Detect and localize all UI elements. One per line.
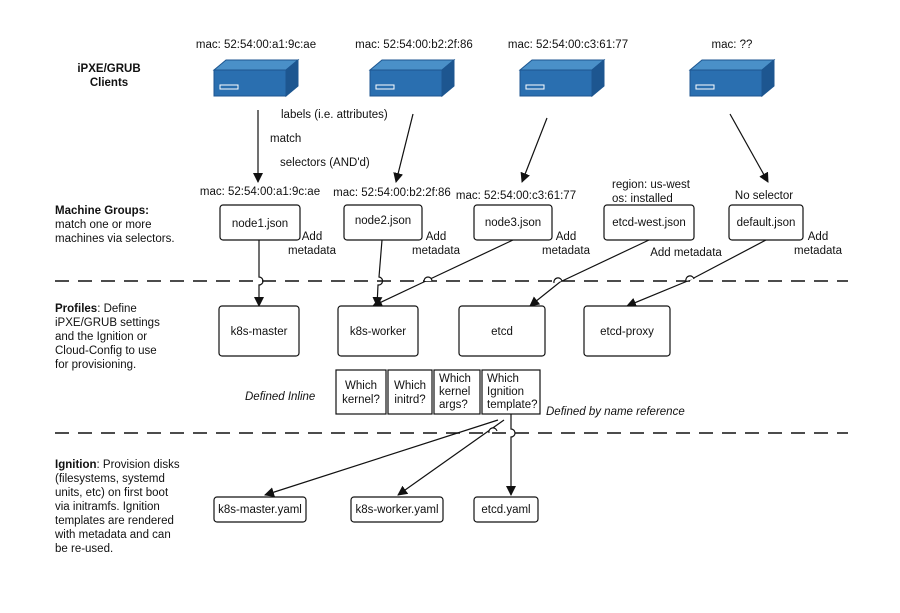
ignition-box-etcd[interactable]: [473, 496, 539, 523]
arrow-group1-k8s-master: [254, 240, 264, 307]
arrow-template-etcd-yaml: [506, 414, 516, 496]
selector-label-5: No selector: [735, 190, 793, 202]
ignition-file-1: k8s-master.yaml: [218, 504, 302, 516]
line-hop-4: [488, 427, 498, 434]
defined-by-name-label: Defined by name reference: [546, 406, 685, 418]
arrow-template-k8s-master-yaml: [264, 419, 499, 498]
line-hop-2: [553, 277, 563, 284]
server-icon-4: [689, 59, 775, 97]
server-icon-3: [519, 59, 605, 97]
group-file-1: node1.json: [232, 218, 288, 230]
machine-groups-title: Machine Groups:: [55, 205, 149, 217]
group-file-5: default.json: [737, 217, 796, 229]
question-box-ignition-template: [481, 369, 541, 415]
group-box-2[interactable]: [343, 204, 423, 241]
add-metadata-label-4: Add metadata: [650, 247, 722, 259]
client-mac-2: mac: 52:54:00:b2:2f:86: [355, 39, 473, 51]
question-box-kernel: [335, 369, 387, 415]
ignition-box-k8s-worker[interactable]: [350, 496, 444, 523]
profiles-title: Profiles: [55, 303, 98, 315]
line-hop-3: [685, 275, 695, 282]
profile-name-2: k8s-worker: [350, 326, 406, 338]
machine-groups-body: match one or more machines via selectors…: [55, 219, 175, 245]
client-mac-4: mac: ??: [712, 39, 753, 51]
line-hop-1: [423, 276, 433, 282]
profile-name-4: etcd-proxy: [600, 326, 654, 338]
arrow-client3-group3: [520, 117, 548, 183]
profile-name-1: k8s-master: [231, 326, 288, 338]
selectors-annotation: selectors (AND'd): [280, 157, 370, 169]
arrow-group4-etcd: [529, 239, 650, 307]
ignition-body: : Provision disks (filesystems, systemd …: [55, 459, 180, 555]
ignition-title: Ignition: [55, 459, 97, 471]
arrow-group2-k8s-worker: [372, 239, 384, 307]
profile-name-3: etcd: [491, 326, 513, 338]
clients-heading: iPXE/GRUB Clients: [77, 63, 141, 89]
ignition-file-2: k8s-worker.yaml: [355, 504, 438, 516]
ignition-description: Ignition: Provision disks (filesystems, …: [55, 458, 215, 556]
labels-annotation: labels (i.e. attributes): [281, 109, 388, 121]
ignition-box-k8s-master[interactable]: [213, 496, 307, 523]
selector-label-3: mac: 52:54:00:c3:61:77: [456, 190, 576, 202]
question-box-kernel-args: [433, 369, 481, 415]
server-icon-1: [213, 59, 299, 97]
profiles-body: : Define iPXE/GRUB settings and the Igni…: [55, 303, 160, 371]
defined-inline-label: Defined Inline: [245, 391, 315, 403]
profile-box-k8s-worker[interactable]: [337, 305, 419, 357]
selector-label-2: mac: 52:54:00:b2:2f:86: [333, 187, 451, 199]
profile-box-etcd-proxy[interactable]: [583, 305, 671, 357]
group-file-2: node2.json: [355, 215, 411, 227]
server-icon-2: [369, 59, 455, 97]
machine-groups-description: Machine Groups: match one or more machine…: [55, 204, 215, 246]
client-mac-3: mac: 52:54:00:c3:61:77: [508, 39, 628, 51]
group-box-1[interactable]: [219, 204, 301, 241]
selector-label-1: mac: 52:54:00:a1:9c:ae: [200, 186, 320, 198]
arrow-template-k8s-worker-yaml: [397, 419, 505, 496]
profile-box-k8s-master[interactable]: [218, 305, 300, 357]
arrow-client4-group5: [729, 113, 769, 183]
client-mac-1: mac: 52:54:00:a1:9c:ae: [196, 39, 316, 51]
profile-box-etcd[interactable]: [458, 305, 546, 357]
profiles-description: Profiles: Define iPXE/GRUB settings and …: [55, 302, 215, 372]
question-box-initrd: [387, 369, 433, 415]
group-file-3: node3.json: [485, 217, 541, 229]
match-annotation: match: [270, 133, 301, 145]
selector-label-4: region: us-west: [612, 179, 691, 191]
selector-label-4-line-1: region: us-west: [612, 179, 691, 191]
arrow-client2-group2: [393, 113, 414, 183]
group-file-4: etcd-west.json: [612, 217, 686, 229]
ignition-file-3: etcd.yaml: [481, 504, 530, 516]
selector-label-4b: os: installed: [612, 193, 673, 205]
